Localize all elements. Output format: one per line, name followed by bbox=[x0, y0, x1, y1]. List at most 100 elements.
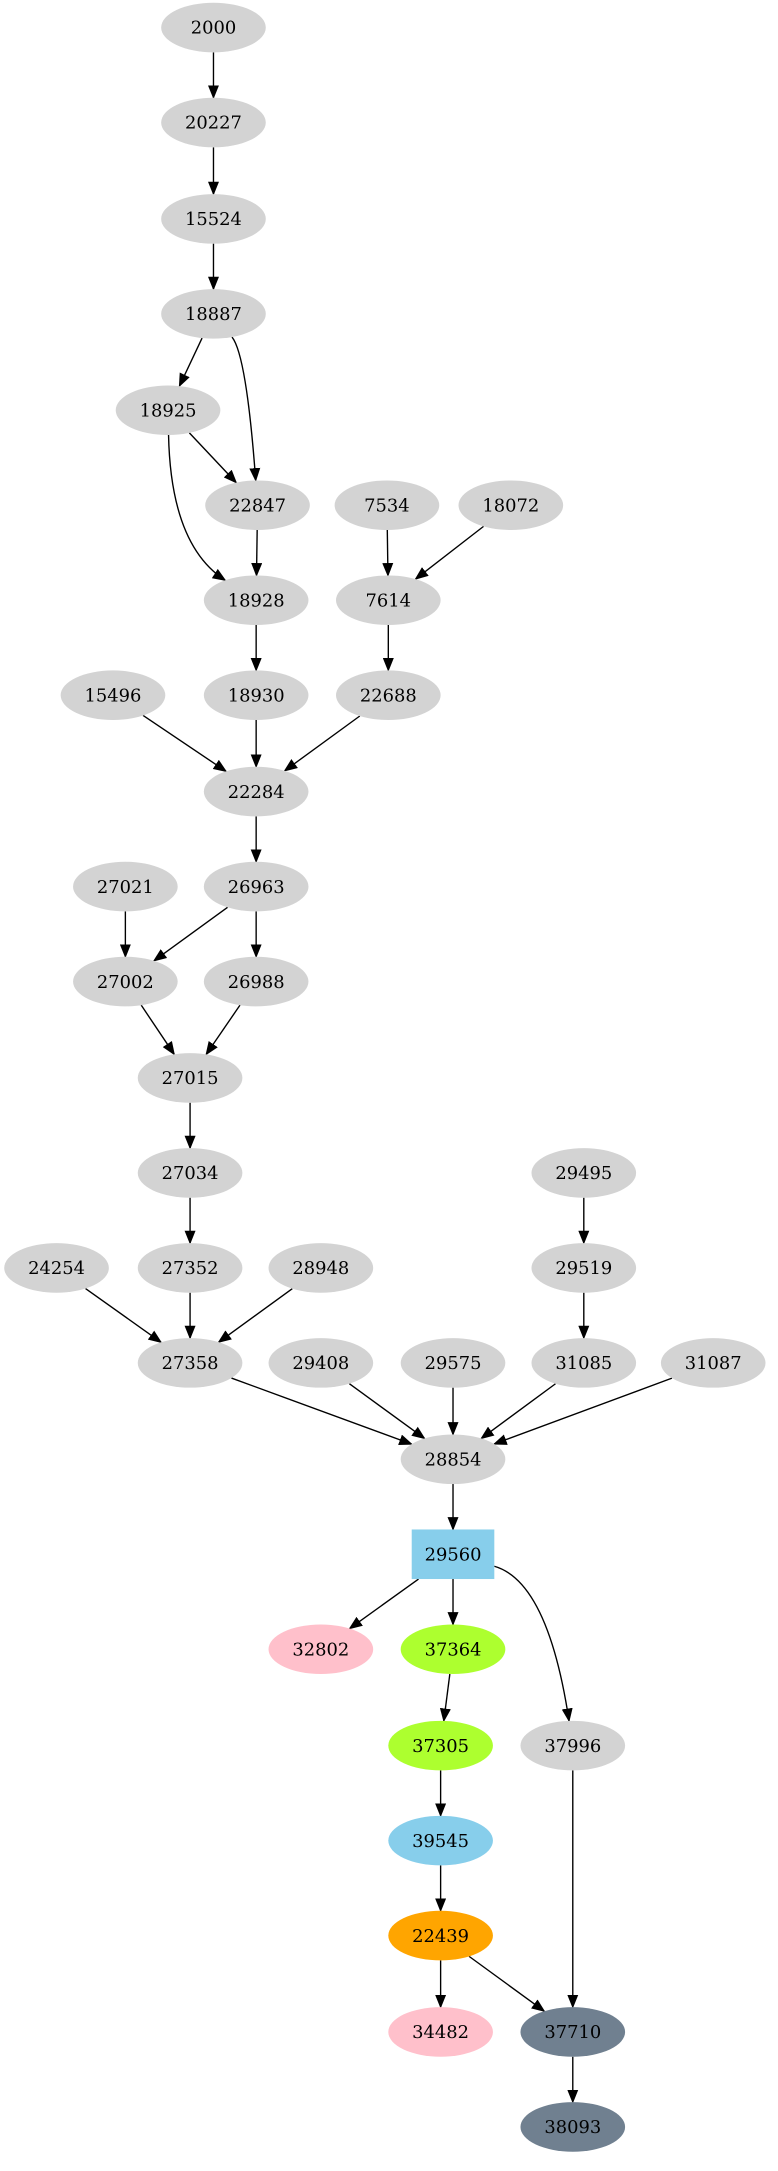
node-24254[interactable]: 24254 bbox=[4, 1243, 109, 1293]
node-26963[interactable]: 26963 bbox=[203, 861, 309, 912]
edge-18072-to-7614 bbox=[414, 525, 484, 580]
node-37710[interactable]: 37710 bbox=[520, 2007, 626, 2057]
node-shape bbox=[400, 1338, 506, 1388]
node-label: 24254 bbox=[28, 1258, 85, 1279]
node-shape bbox=[73, 861, 178, 912]
node-31087[interactable]: 31087 bbox=[660, 1338, 766, 1388]
node-7534[interactable]: 7534 bbox=[334, 480, 440, 531]
node-shape bbox=[161, 97, 266, 148]
node-label: 29575 bbox=[425, 1353, 482, 1374]
edge-22688-to-22284 bbox=[283, 715, 361, 772]
node-37305[interactable]: 37305 bbox=[388, 1720, 493, 1771]
node-34482[interactable]: 34482 bbox=[388, 2007, 493, 2057]
edge-28948-to-27358 bbox=[217, 1288, 293, 1343]
edge-37364-to-37305 bbox=[439, 1673, 451, 1723]
node-37996[interactable]: 37996 bbox=[520, 1720, 626, 1771]
node-7614[interactable]: 7614 bbox=[335, 575, 441, 626]
node-label: 7534 bbox=[364, 495, 410, 516]
node-29575[interactable]: 29575 bbox=[400, 1338, 506, 1388]
node-label: 15524 bbox=[185, 209, 242, 230]
node-18925[interactable]: 18925 bbox=[115, 385, 221, 436]
node-29408[interactable]: 29408 bbox=[268, 1338, 374, 1388]
node-label: 18887 bbox=[185, 304, 242, 325]
node-29519[interactable]: 29519 bbox=[531, 1243, 637, 1293]
node-shape bbox=[531, 1243, 637, 1293]
node-shape bbox=[161, 289, 266, 339]
node-22284[interactable]: 22284 bbox=[203, 766, 309, 817]
node-label: 27015 bbox=[162, 1068, 219, 1089]
node-label: 20227 bbox=[185, 113, 242, 134]
node-label: 37364 bbox=[425, 1639, 482, 1660]
node-shape bbox=[400, 1434, 506, 1485]
node-label: 22284 bbox=[228, 782, 285, 803]
node-shape bbox=[137, 1243, 243, 1293]
edges-layer bbox=[85, 52, 673, 2104]
node-shape bbox=[73, 956, 178, 1007]
node-22439[interactable]: 22439 bbox=[388, 1910, 493, 1961]
node-label: 18928 bbox=[228, 590, 285, 611]
node-27358[interactable]: 27358 bbox=[137, 1338, 243, 1388]
node-15524[interactable]: 15524 bbox=[161, 194, 266, 244]
node-27352[interactable]: 27352 bbox=[137, 1243, 243, 1293]
node-27015[interactable]: 27015 bbox=[137, 1053, 243, 1103]
node-15496[interactable]: 15496 bbox=[60, 670, 166, 720]
node-31085[interactable]: 31085 bbox=[531, 1338, 637, 1388]
node-20227[interactable]: 20227 bbox=[161, 97, 266, 148]
node-39545[interactable]: 39545 bbox=[388, 1815, 493, 1866]
node-18928[interactable]: 18928 bbox=[203, 575, 309, 626]
node-label: 18930 bbox=[228, 685, 285, 706]
edge-26988-to-27015 bbox=[205, 1004, 241, 1056]
edge-18925-to-18928 bbox=[167, 435, 227, 581]
node-shape bbox=[268, 1243, 374, 1293]
node-shape bbox=[137, 1053, 243, 1103]
node-38093[interactable]: 38093 bbox=[520, 2102, 626, 2152]
node-shape bbox=[115, 385, 221, 436]
edge-7534-to-7614 bbox=[382, 530, 394, 577]
node-shape bbox=[660, 1338, 766, 1388]
node-27002[interactable]: 27002 bbox=[73, 956, 178, 1007]
node-29560[interactable]: 29560 bbox=[411, 1529, 495, 1580]
node-2000[interactable]: 2000 bbox=[161, 2, 266, 53]
node-27021[interactable]: 27021 bbox=[73, 861, 178, 912]
node-18072[interactable]: 18072 bbox=[458, 480, 564, 531]
node-32802[interactable]: 32802 bbox=[268, 1624, 374, 1675]
node-22688[interactable]: 22688 bbox=[335, 670, 441, 720]
node-shape bbox=[400, 1624, 506, 1675]
node-label: 29495 bbox=[555, 1163, 612, 1184]
edge-18887-to-22847 bbox=[231, 336, 261, 482]
node-label: 15496 bbox=[85, 685, 142, 706]
node-28854[interactable]: 28854 bbox=[400, 1434, 506, 1485]
node-label: 27358 bbox=[162, 1353, 219, 1374]
node-shape bbox=[531, 1338, 637, 1388]
node-shape bbox=[137, 1338, 243, 1388]
node-label: 31087 bbox=[685, 1353, 742, 1374]
edge-27358-to-28854 bbox=[231, 1377, 413, 1446]
node-shape bbox=[203, 575, 309, 626]
edge-27002-to-27015 bbox=[140, 1004, 175, 1056]
node-18887[interactable]: 18887 bbox=[161, 289, 266, 339]
edge-26963-to-27002 bbox=[152, 906, 228, 962]
node-shape bbox=[203, 956, 309, 1007]
node-22847[interactable]: 22847 bbox=[205, 480, 310, 531]
edge-29560-to-32802 bbox=[348, 1578, 419, 1630]
nodes-layer: 2000 20227 15524 18887 18925 22847 7534 18072 18… bbox=[4, 2, 766, 2152]
node-26988[interactable]: 26988 bbox=[203, 956, 309, 1007]
node-shape bbox=[60, 670, 166, 720]
node-label: 22688 bbox=[360, 685, 417, 706]
node-37364[interactable]: 37364 bbox=[400, 1624, 506, 1675]
node-27034[interactable]: 27034 bbox=[137, 1148, 243, 1198]
node-label: 18072 bbox=[482, 495, 539, 516]
node-18930[interactable]: 18930 bbox=[203, 670, 309, 720]
node-label: 26988 bbox=[228, 972, 285, 993]
node-shape bbox=[520, 1720, 626, 1771]
node-shape bbox=[411, 1529, 495, 1580]
node-shape bbox=[161, 194, 266, 244]
node-label: 37305 bbox=[412, 1736, 469, 1757]
node-label: 29560 bbox=[425, 1544, 482, 1565]
node-28948[interactable]: 28948 bbox=[268, 1243, 374, 1293]
edge-31087-to-28854 bbox=[492, 1377, 673, 1445]
node-shape bbox=[137, 1148, 243, 1198]
edge-29408-to-28854 bbox=[348, 1383, 426, 1440]
node-29495[interactable]: 29495 bbox=[531, 1148, 637, 1198]
node-shape bbox=[388, 2007, 493, 2057]
